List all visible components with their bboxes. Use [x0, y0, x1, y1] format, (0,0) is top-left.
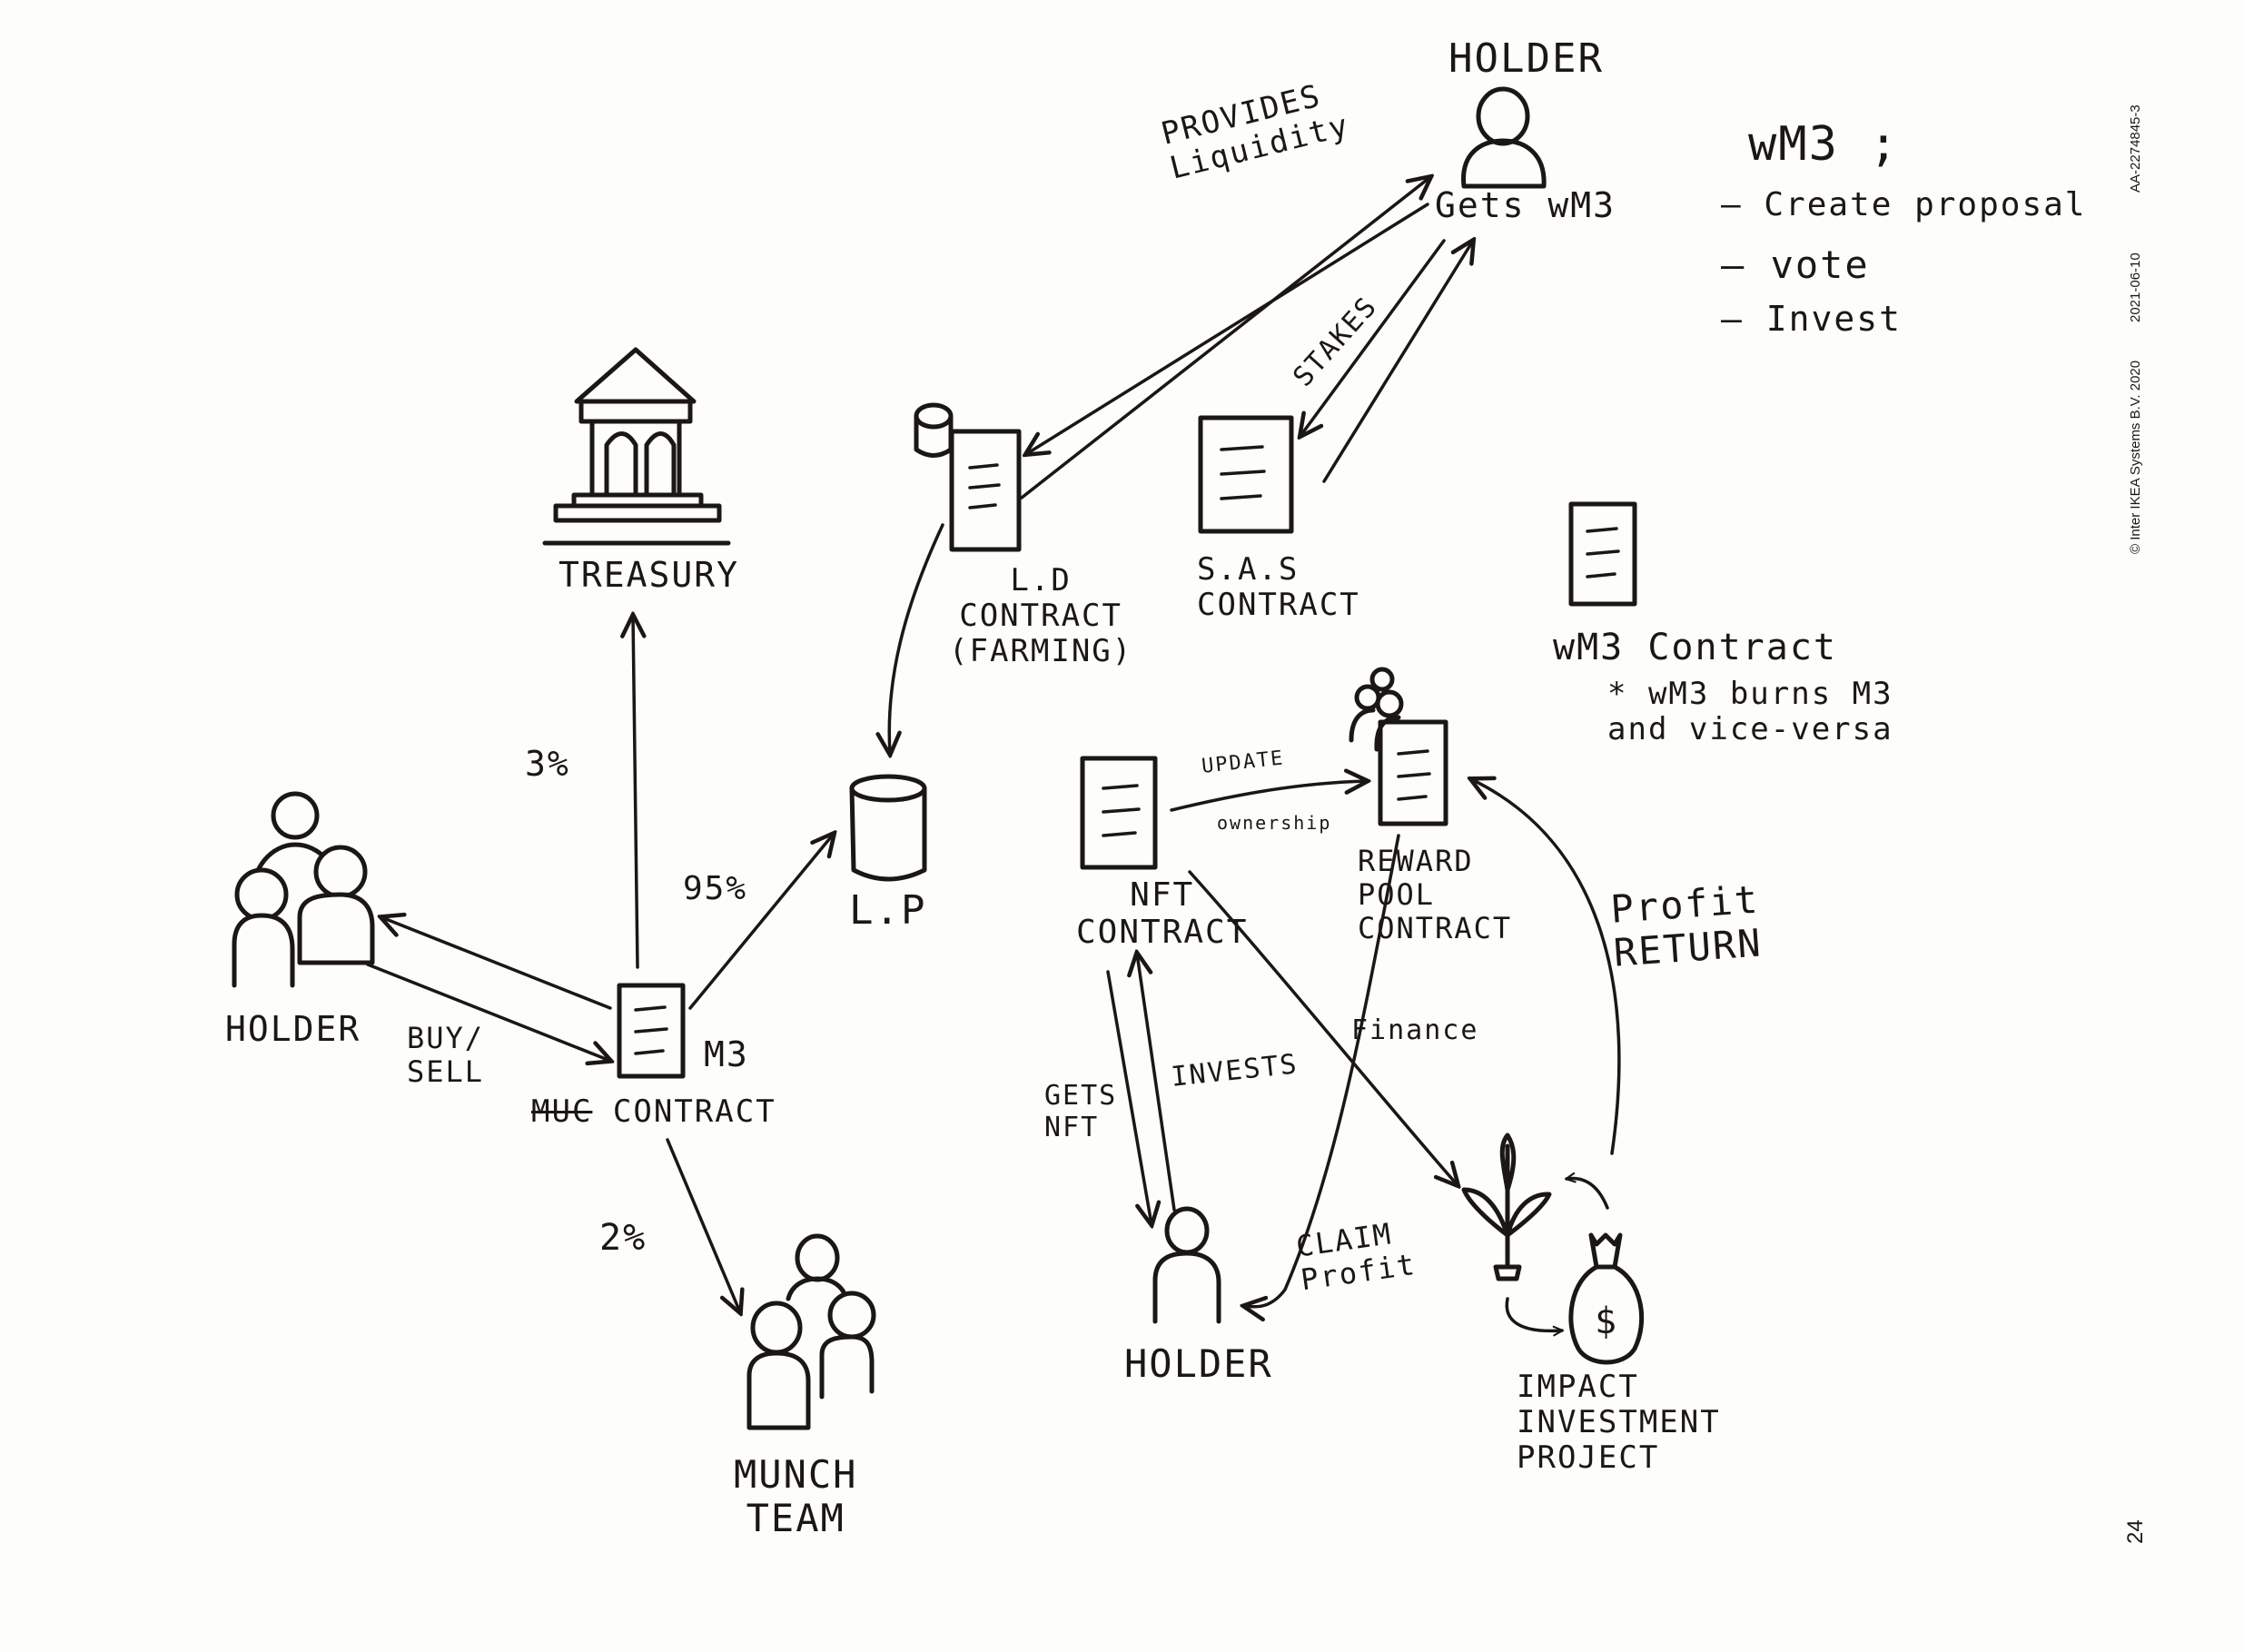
money-bag-icon: $ — [1568, 1232, 1645, 1365]
edge-stakes — [1322, 241, 1473, 483]
page-number: 24 — [2123, 1519, 2148, 1544]
holder-top-caption: Gets wM3 — [1435, 185, 1616, 225]
munch-team-icon — [746, 1233, 876, 1430]
lp-icon — [849, 774, 927, 882]
legend-item-1: — Create proposal — [1721, 186, 2087, 223]
edge-claim-profit — [1244, 834, 1400, 1307]
edge-profit-return — [1471, 779, 1621, 1155]
holder-bottom-icon — [1152, 1206, 1221, 1324]
reward-pool-label: REWARD POOL CONTRACT — [1358, 845, 1512, 945]
ownership-label: ownership — [1217, 812, 1332, 834]
edge-holder-to-m3 — [366, 963, 610, 1061]
legend-title: wM3 ; — [1748, 117, 1900, 172]
sas-line2: CONTRACT — [1197, 587, 1360, 624]
pct-lp-label: 95% — [683, 870, 748, 907]
m3-strike-text: MUC — [531, 1093, 593, 1130]
m3-contract-icon — [617, 983, 686, 1079]
m3-contract-label: MUC CONTRACT — [531, 1093, 776, 1130]
m3-name-label: M3 — [704, 1034, 749, 1074]
holder-left-label: HOLDER — [225, 1009, 361, 1049]
nft-contract-icon — [1080, 756, 1158, 870]
edge-gets-nft — [1106, 970, 1152, 1224]
plant-icon — [1461, 1133, 1552, 1281]
edge-m3-to-treasury — [633, 616, 638, 969]
holder-top-title: HOLDER — [1448, 35, 1604, 82]
ld-line1: L.D — [1010, 562, 1072, 598]
holder-top-icon — [1461, 86, 1547, 189]
svg-text:$: $ — [1595, 1301, 1616, 1342]
finance-label: Finance — [1351, 1014, 1479, 1046]
edge-m3-to-team — [666, 1138, 740, 1312]
buy-sell-line1: BUY/ — [407, 1021, 485, 1055]
edge-holder-to-sas — [1300, 239, 1446, 436]
gets-nft-label: GETS NFT — [1044, 1080, 1118, 1143]
reward-line1: REWARD — [1358, 844, 1474, 878]
edge-bag-back — [1567, 1178, 1609, 1210]
nft-line1: NFT — [1130, 876, 1195, 914]
wm3-note: * wM3 burns M3 and vice-versa — [1607, 676, 1893, 748]
impact-label: IMPACT INVESTMENT PROJECT — [1517, 1369, 1721, 1477]
gets-nft-line1: GETS — [1044, 1080, 1118, 1112]
holder-group-left-icon — [232, 791, 375, 988]
treasury-label: TREASURY — [559, 555, 740, 595]
wm3-contract-label: wM3 Contract — [1553, 627, 1837, 668]
treasury-icon — [542, 347, 731, 546]
legend-item-3: — Invest — [1721, 299, 1903, 339]
gets-nft-line2: NFT — [1044, 1111, 1100, 1143]
plant-to-bag-arrow — [1505, 1297, 1562, 1331]
ld-contract-label: L.D CONTRACT (FARMING) — [949, 562, 1133, 670]
wm3-contract-icon — [1568, 501, 1637, 607]
edge-invests — [1137, 954, 1176, 1212]
copyright-text: © Inter IKEA Systems B.V. 2020 — [2128, 360, 2143, 554]
buy-sell-label: BUY/ SELL — [407, 1022, 484, 1089]
munch-line2: TEAM — [746, 1496, 845, 1541]
pct-team-label: 2% — [599, 1217, 647, 1259]
ld-contract-icon — [914, 402, 1022, 552]
impact-line2: INVESTMENT — [1517, 1404, 1721, 1441]
impact-line1: IMPACT — [1517, 1369, 1639, 1405]
reward-pool-icon — [1349, 667, 1448, 826]
edge-nft-update — [1170, 781, 1367, 812]
date-text: 2021-06-10 — [2128, 252, 2143, 322]
sas-contract-label: S.A.S CONTRACT — [1197, 551, 1360, 624]
holder-bottom-label: HOLDER — [1124, 1341, 1273, 1386]
nft-line2: CONTRACT — [1076, 914, 1249, 952]
lp-label: L.P — [849, 887, 927, 934]
edge-provides-liquidity — [1020, 177, 1430, 500]
buy-sell-line2: SELL — [407, 1054, 485, 1089]
edge-holder-to-ld — [1026, 203, 1429, 454]
ld-line2: CONTRACT — [959, 598, 1122, 635]
reward-line3: CONTRACT — [1358, 910, 1513, 945]
legend-item-2: — vote — [1721, 242, 1870, 287]
edge-finance — [1188, 870, 1458, 1185]
wm3-note-line2: and vice-versa — [1607, 711, 1893, 748]
munch-line1: MUNCH — [734, 1452, 858, 1497]
m3-contract-text: CONTRACT — [612, 1093, 776, 1130]
sas-line1: S.A.S — [1197, 551, 1300, 588]
pct-treasury-label: 3% — [525, 744, 570, 784]
wm3-note-line1: * wM3 burns M3 — [1607, 676, 1893, 712]
edge-m3-to-lp — [688, 834, 834, 1010]
impact-line3: PROJECT — [1517, 1439, 1660, 1477]
edge-ld-to-lp — [889, 523, 944, 754]
nft-contract-label: NFT CONTRACT — [1076, 876, 1248, 952]
ld-line3: (FARMING) — [949, 633, 1133, 670]
profit-return-label: Profit RETURN — [1609, 877, 1764, 976]
munch-team-label: MUNCH TEAM — [734, 1452, 858, 1541]
edge-m3-to-holder — [381, 917, 612, 1010]
doc-id-text: AA-2274845-3 — [2128, 104, 2143, 193]
reward-line2: POOL — [1358, 876, 1436, 912]
sas-contract-icon — [1198, 415, 1294, 534]
